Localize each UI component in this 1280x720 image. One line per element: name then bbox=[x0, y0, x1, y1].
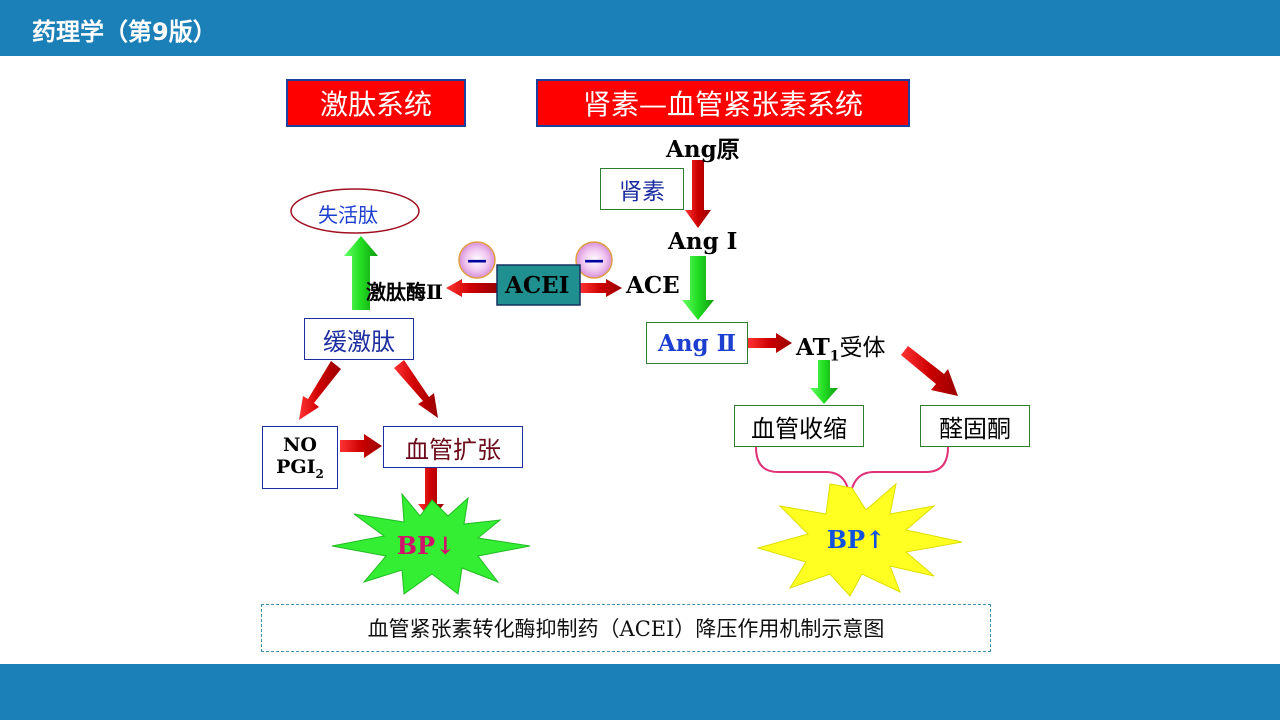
inhibit-marker-right: — bbox=[575, 241, 613, 279]
angiotensinogen-label: Ang原 bbox=[666, 136, 740, 163]
inhibit-sign-right: — bbox=[584, 248, 604, 272]
bradykinin-label: 缓激肽 bbox=[323, 327, 395, 356]
arrow-acei-to-kininase bbox=[446, 279, 497, 297]
kinin-system-label: 激肽系统 bbox=[319, 88, 432, 121]
at1-suffix: 受体 bbox=[839, 335, 886, 361]
arrow-angen-to-ang1 bbox=[685, 160, 711, 228]
ang2-box: Ang Ⅱ bbox=[646, 322, 748, 364]
arrow-bradykinin-to-vasodilation bbox=[394, 360, 438, 418]
bradykinin-box: 缓激肽 bbox=[304, 318, 414, 360]
no-label: NO bbox=[283, 433, 317, 456]
aldosterone-label: 醛固酮 bbox=[939, 414, 1011, 443]
raas-label: 肾素—血管紧张素系统 bbox=[582, 88, 863, 121]
caption-text: 血管紧张素转化酶抑制药（ACEI）降压作用机制示意图 bbox=[367, 617, 885, 641]
ang1-label: Ang Ⅰ bbox=[668, 228, 738, 255]
kininase2-label: 激肽酶Ⅱ bbox=[366, 280, 443, 304]
arrow-bradykinin-to-no bbox=[299, 361, 341, 420]
aldosterone-box: 醛固酮 bbox=[920, 405, 1030, 447]
arrow-ang2-to-at1 bbox=[748, 333, 792, 353]
kinin-system-box: 激肽系统 bbox=[286, 79, 466, 127]
pgi2-main: PGI bbox=[276, 456, 316, 479]
bp-down-label: BP↓ bbox=[397, 531, 455, 560]
at1-receptor-label: AT1受体 bbox=[796, 328, 885, 365]
acei-box bbox=[496, 264, 581, 306]
bp-up-star bbox=[756, 482, 963, 597]
caption-box: 血管紧张素转化酶抑制药（ACEI）降压作用机制示意图 bbox=[261, 604, 991, 652]
inactive-peptide-label: 失活肽 bbox=[318, 203, 378, 227]
bp-up-label: BP↑ bbox=[827, 525, 885, 554]
inhibit-sign-left: — bbox=[467, 248, 487, 272]
no-pgi2-box: NO PGI2 bbox=[262, 426, 338, 489]
header-title: 药理学（第9版） bbox=[32, 18, 217, 46]
pgi2-subscript: 2 bbox=[315, 467, 324, 482]
renin-box: 肾素 bbox=[600, 168, 684, 210]
acei-label: ACEI bbox=[505, 272, 570, 299]
inactive-peptide-ellipse bbox=[290, 188, 420, 234]
vasoconstriction-box: 血管收缩 bbox=[734, 405, 864, 447]
at1-subscript: 1 bbox=[829, 348, 840, 365]
ace-label: ACE bbox=[626, 272, 680, 299]
arrow-at1-to-vasoconstriction bbox=[810, 360, 838, 404]
vasodilation-label: 血管扩张 bbox=[405, 435, 501, 464]
arrow-at1-to-aldosterone bbox=[901, 346, 958, 396]
at1-main: AT bbox=[796, 334, 830, 361]
inhibit-marker-left: — bbox=[458, 241, 496, 279]
arrow-no-to-vasodilation bbox=[340, 434, 382, 458]
pgi2-label: PGI2 bbox=[276, 456, 324, 481]
ang2-label: Ang Ⅱ bbox=[657, 329, 737, 357]
vasoconstriction-label: 血管收缩 bbox=[751, 414, 847, 443]
raas-box: 肾素—血管紧张素系统 bbox=[536, 79, 910, 127]
header-bar: 药理学（第9版） bbox=[0, 0, 1280, 56]
renin-label: 肾素 bbox=[619, 179, 665, 205]
arrow-bradykinin-to-inactive bbox=[344, 236, 378, 310]
footer-bar bbox=[0, 664, 1280, 720]
arrow-ang1-to-ang2 bbox=[682, 256, 714, 320]
arrow-acei-to-ace bbox=[580, 279, 622, 297]
vasodilation-box: 血管扩张 bbox=[383, 426, 523, 468]
bp-down-star bbox=[331, 492, 531, 595]
